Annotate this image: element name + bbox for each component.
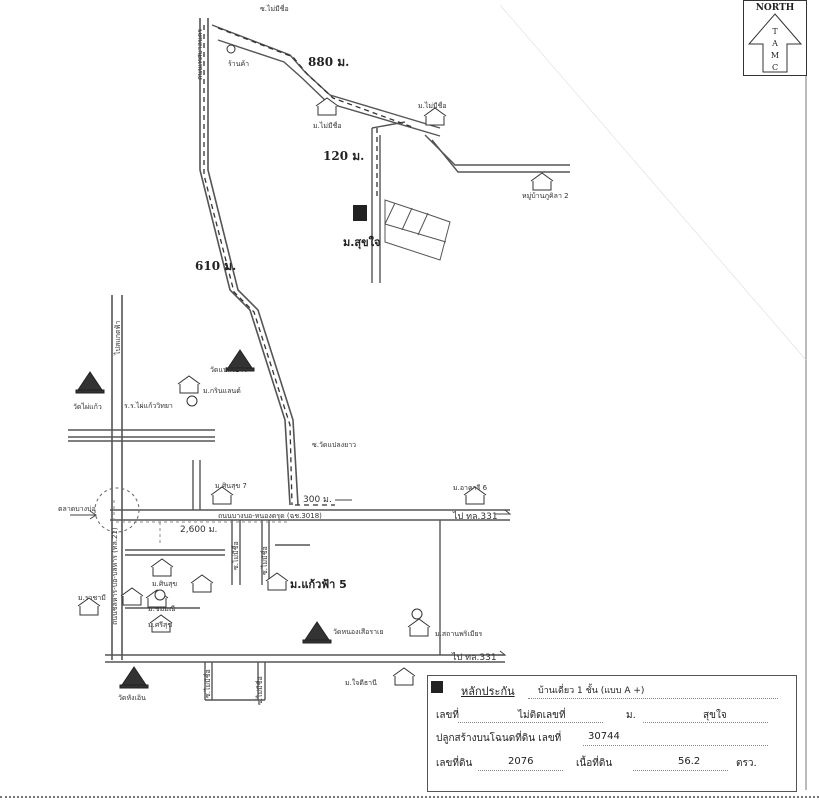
collateral-info-box: หลักประกัน บ้านเดี่ยว 1 ชั้น (แบบ A +) เ…	[427, 675, 797, 792]
temple-icon	[75, 371, 105, 394]
house-icon	[265, 572, 289, 591]
label-village-krinlan: ม.กรินแลนด์	[203, 387, 241, 395]
info-type: บ้านเดี่ยว 1 ชั้น (แบบ A +)	[538, 686, 645, 696]
label-village-sinsuk: ม.ศินสุข	[152, 580, 177, 588]
north-letter-t: T	[772, 27, 778, 36]
label-to-saen-thong: ไปสแกตฟ้า	[113, 321, 122, 356]
village-line	[643, 722, 768, 723]
distance-300: 300 ม.	[303, 495, 332, 505]
info-title: หลักประกัน	[461, 685, 515, 698]
page-bottom-border	[0, 796, 819, 798]
house-icon	[149, 614, 173, 633]
label-soi-bottom-2: ซ.ไม่มีชื่อ	[255, 676, 264, 705]
area-unit: ตรว.	[736, 758, 757, 769]
house-icon	[150, 558, 174, 577]
label-village-no-name-1: ม.ไม่มีชื่อ	[418, 101, 447, 110]
numbered-markers	[154, 395, 423, 620]
collateral-location-marker	[353, 205, 367, 221]
house-icon	[77, 597, 101, 616]
temple-icon	[225, 349, 255, 372]
land-no-line	[478, 770, 563, 771]
distance-880: 880 ม.	[308, 55, 349, 69]
village-value: สุขใจ	[703, 710, 727, 721]
label-shop: ร้านค้า	[228, 60, 249, 68]
land-deed-value: 30744	[588, 731, 620, 742]
house-icon	[463, 486, 487, 505]
label-to-331-a: ไป ทล.331	[452, 511, 498, 522]
land-parcels	[384, 199, 451, 261]
label-soi-mid-1: ซ.ไม่มีชื่อ	[231, 541, 240, 570]
north-letter-c: C	[772, 63, 778, 72]
house-icon	[315, 97, 339, 116]
land-deed-label: ปลูกสร้างบนโฉนดที่ดิน เลขที่	[436, 733, 562, 744]
north-label: NORTH	[756, 3, 795, 13]
area-value: 56.2	[678, 756, 701, 767]
distance-610: 610 ม.	[195, 259, 236, 273]
north-arrow-shape	[747, 13, 803, 73]
land-no-label: เลขที่ดิน	[436, 758, 473, 769]
distance-2600: 2,600 ม.	[180, 525, 217, 535]
road-network	[68, 18, 570, 701]
collateral-legend-square	[431, 681, 443, 693]
house-no-line	[458, 722, 603, 723]
label-village-ratmee: ม.ราชามี	[78, 594, 106, 602]
shop-icon	[226, 44, 236, 54]
house-icon	[423, 107, 447, 126]
label-wat-left: วัดไผ่แก้ว	[73, 402, 102, 411]
temple-icon	[302, 621, 332, 644]
label-school-nongsadet: วัดหนองเสือราเย	[333, 628, 384, 636]
label-village-sathanpong: ม.สถานพริเมียร	[435, 630, 483, 638]
label-road-left-vertical: ถนนเทศบาลนคร	[196, 29, 204, 80]
north-arrow: NORTH T A M C	[743, 0, 807, 76]
label-to-331-b: ไป ทล.331	[451, 652, 497, 663]
village-label: ม.	[626, 710, 636, 721]
label-pukhila: หมู่บ้านภูคิลา 2	[522, 192, 569, 200]
label-village-kaewfa5: ม.แก้วฟ้า 5	[290, 578, 347, 591]
label-school: ร.ร.ไผ่แก้ววิทยา	[124, 401, 173, 410]
label-left-road: ถนนชลหาร-บ่อ-บลหาร (ทล.21)	[111, 527, 119, 625]
label-soi-mid-2: ซ.ไม่มีชื่อ	[260, 546, 269, 575]
land-deed-line	[583, 745, 768, 746]
house-icon	[120, 587, 144, 606]
distance-120: 120 ม.	[323, 149, 364, 163]
label-village-khimmee: ม.ชมมณี	[148, 605, 176, 613]
label-soi-wat-plong: ซ.วัดแปลงยาว	[312, 441, 356, 449]
temple-icon	[119, 666, 149, 689]
crease-line	[499, 4, 807, 361]
north-letter-m: M	[771, 51, 779, 60]
north-letter-a: A	[771, 39, 778, 48]
village-icons	[77, 97, 554, 686]
label-village-no-name-2: ม.ไม่มีชื่อ	[313, 121, 342, 130]
direction-arrows	[70, 499, 512, 656]
area-label: เนื้อที่ดิน	[576, 758, 613, 769]
label-village-suriyasuk: ม.ศรีสุข	[148, 621, 172, 629]
label-soi-top: ซ.ไม่มีชื่อ	[260, 4, 289, 13]
label-target-village: ม.สุขใจ	[343, 235, 380, 250]
area-line	[633, 770, 728, 771]
house-icon	[392, 667, 416, 686]
info-divider	[528, 698, 778, 699]
house-icon	[177, 375, 201, 394]
route-path	[113, 25, 416, 545]
label-village-arnaree: ม.อาคารี 6	[453, 484, 488, 492]
label-main-road: ถนนบางบอ-หนองตรุด (ฉช.3018)	[218, 512, 322, 520]
label-market: ตลาดบางบ่อ	[58, 505, 96, 513]
label-wat-bottom: วัดหังเอิน	[118, 694, 146, 702]
house-no-value: ไม่ติดเลขที่	[518, 710, 566, 721]
label-soi-bottom-1: ซ.ไม่มีชื่อ	[203, 669, 212, 698]
house-icon	[407, 618, 431, 637]
temple-icons	[75, 349, 332, 689]
label-village-jaidee: ม.ใจดีธานี	[345, 678, 377, 687]
land-no-value: 2076	[508, 756, 534, 767]
label-village-sinsuk7: ม.ศินสุข 7	[215, 482, 247, 490]
house-icon	[190, 574, 214, 593]
label-wat-plong: วัดแปลงยาว	[210, 366, 247, 374]
house-no-label: เลขที่	[436, 710, 459, 721]
house-icon	[210, 486, 234, 505]
market-junction-circle	[94, 487, 140, 533]
house-icon	[530, 172, 554, 191]
